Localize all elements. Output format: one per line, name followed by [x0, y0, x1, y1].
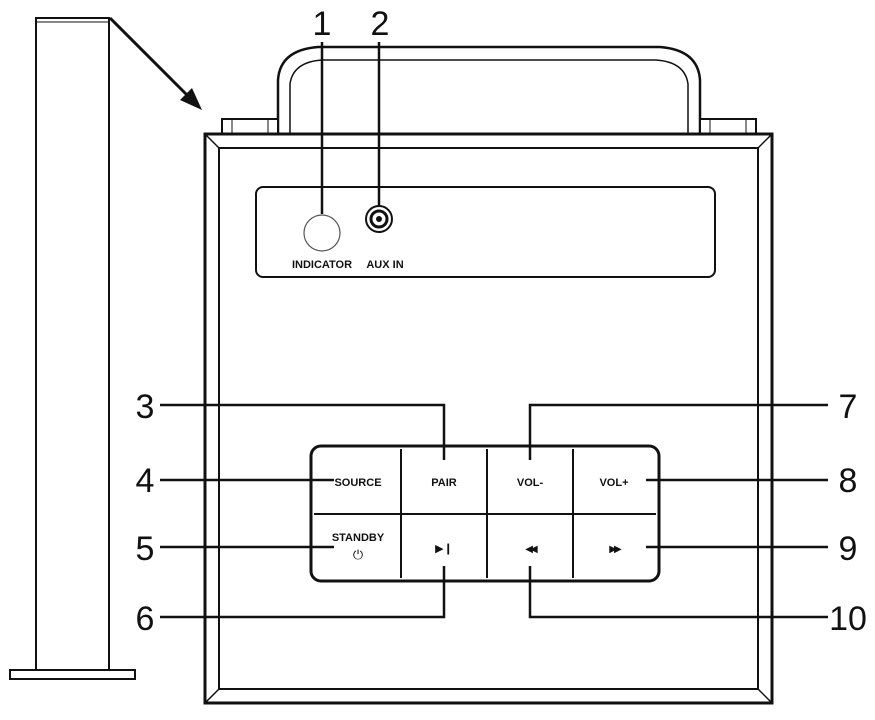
aux-in-label: AUX IN [366, 259, 403, 271]
leader-lines [160, 42, 828, 619]
pair-button[interactable]: PAIR [402, 451, 486, 512]
side-tower [9, 17, 136, 680]
carry-handle [221, 45, 757, 135]
vol-plus-button[interactable]: VOL+ [574, 451, 654, 512]
top-panel: INDICATOR AUX IN [255, 186, 716, 278]
control-panel: SOURCE PAIR VOL- VOL+ STANDBY ⏻ ▶❙ ◀◀ [309, 444, 661, 583]
next-track-icon: ▶▶ [609, 544, 622, 555]
vol-minus-button-label: VOL- [517, 477, 544, 489]
callout-9: 9 [839, 530, 858, 568]
vol-plus-button-label: VOL+ [599, 477, 628, 489]
callout-7: 7 [839, 388, 858, 426]
source-button[interactable]: SOURCE [316, 451, 400, 512]
vol-minus-button[interactable]: VOL- [488, 451, 572, 512]
source-button-label: SOURCE [334, 477, 381, 489]
previous-track-icon: ◀◀ [525, 544, 538, 555]
callout-numbers: 1 2 3 4 5 6 7 8 9 10 [136, 5, 867, 638]
pair-button-label: PAIR [431, 477, 457, 489]
callout-6: 6 [136, 600, 155, 638]
power-icon: ⏻ [353, 548, 363, 563]
play-pause-icon: ▶❙ [435, 542, 453, 555]
callout-3: 3 [136, 388, 155, 426]
callout-10: 10 [829, 600, 867, 638]
pointer-arrow [108, 16, 202, 110]
callout-8: 8 [839, 462, 858, 500]
standby-button[interactable]: STANDBY ⏻ [316, 516, 400, 576]
standby-button-label: STANDBY [332, 532, 385, 544]
callout-4: 4 [136, 462, 155, 500]
next-button[interactable]: ▶▶ [574, 516, 654, 576]
indicator-label: INDICATOR [292, 259, 352, 271]
callout-5: 5 [136, 530, 155, 568]
callout-1: 1 [313, 5, 332, 43]
callout-2: 2 [371, 5, 390, 43]
aux-in-jack[interactable] [365, 205, 393, 233]
indicator-light [303, 214, 341, 252]
